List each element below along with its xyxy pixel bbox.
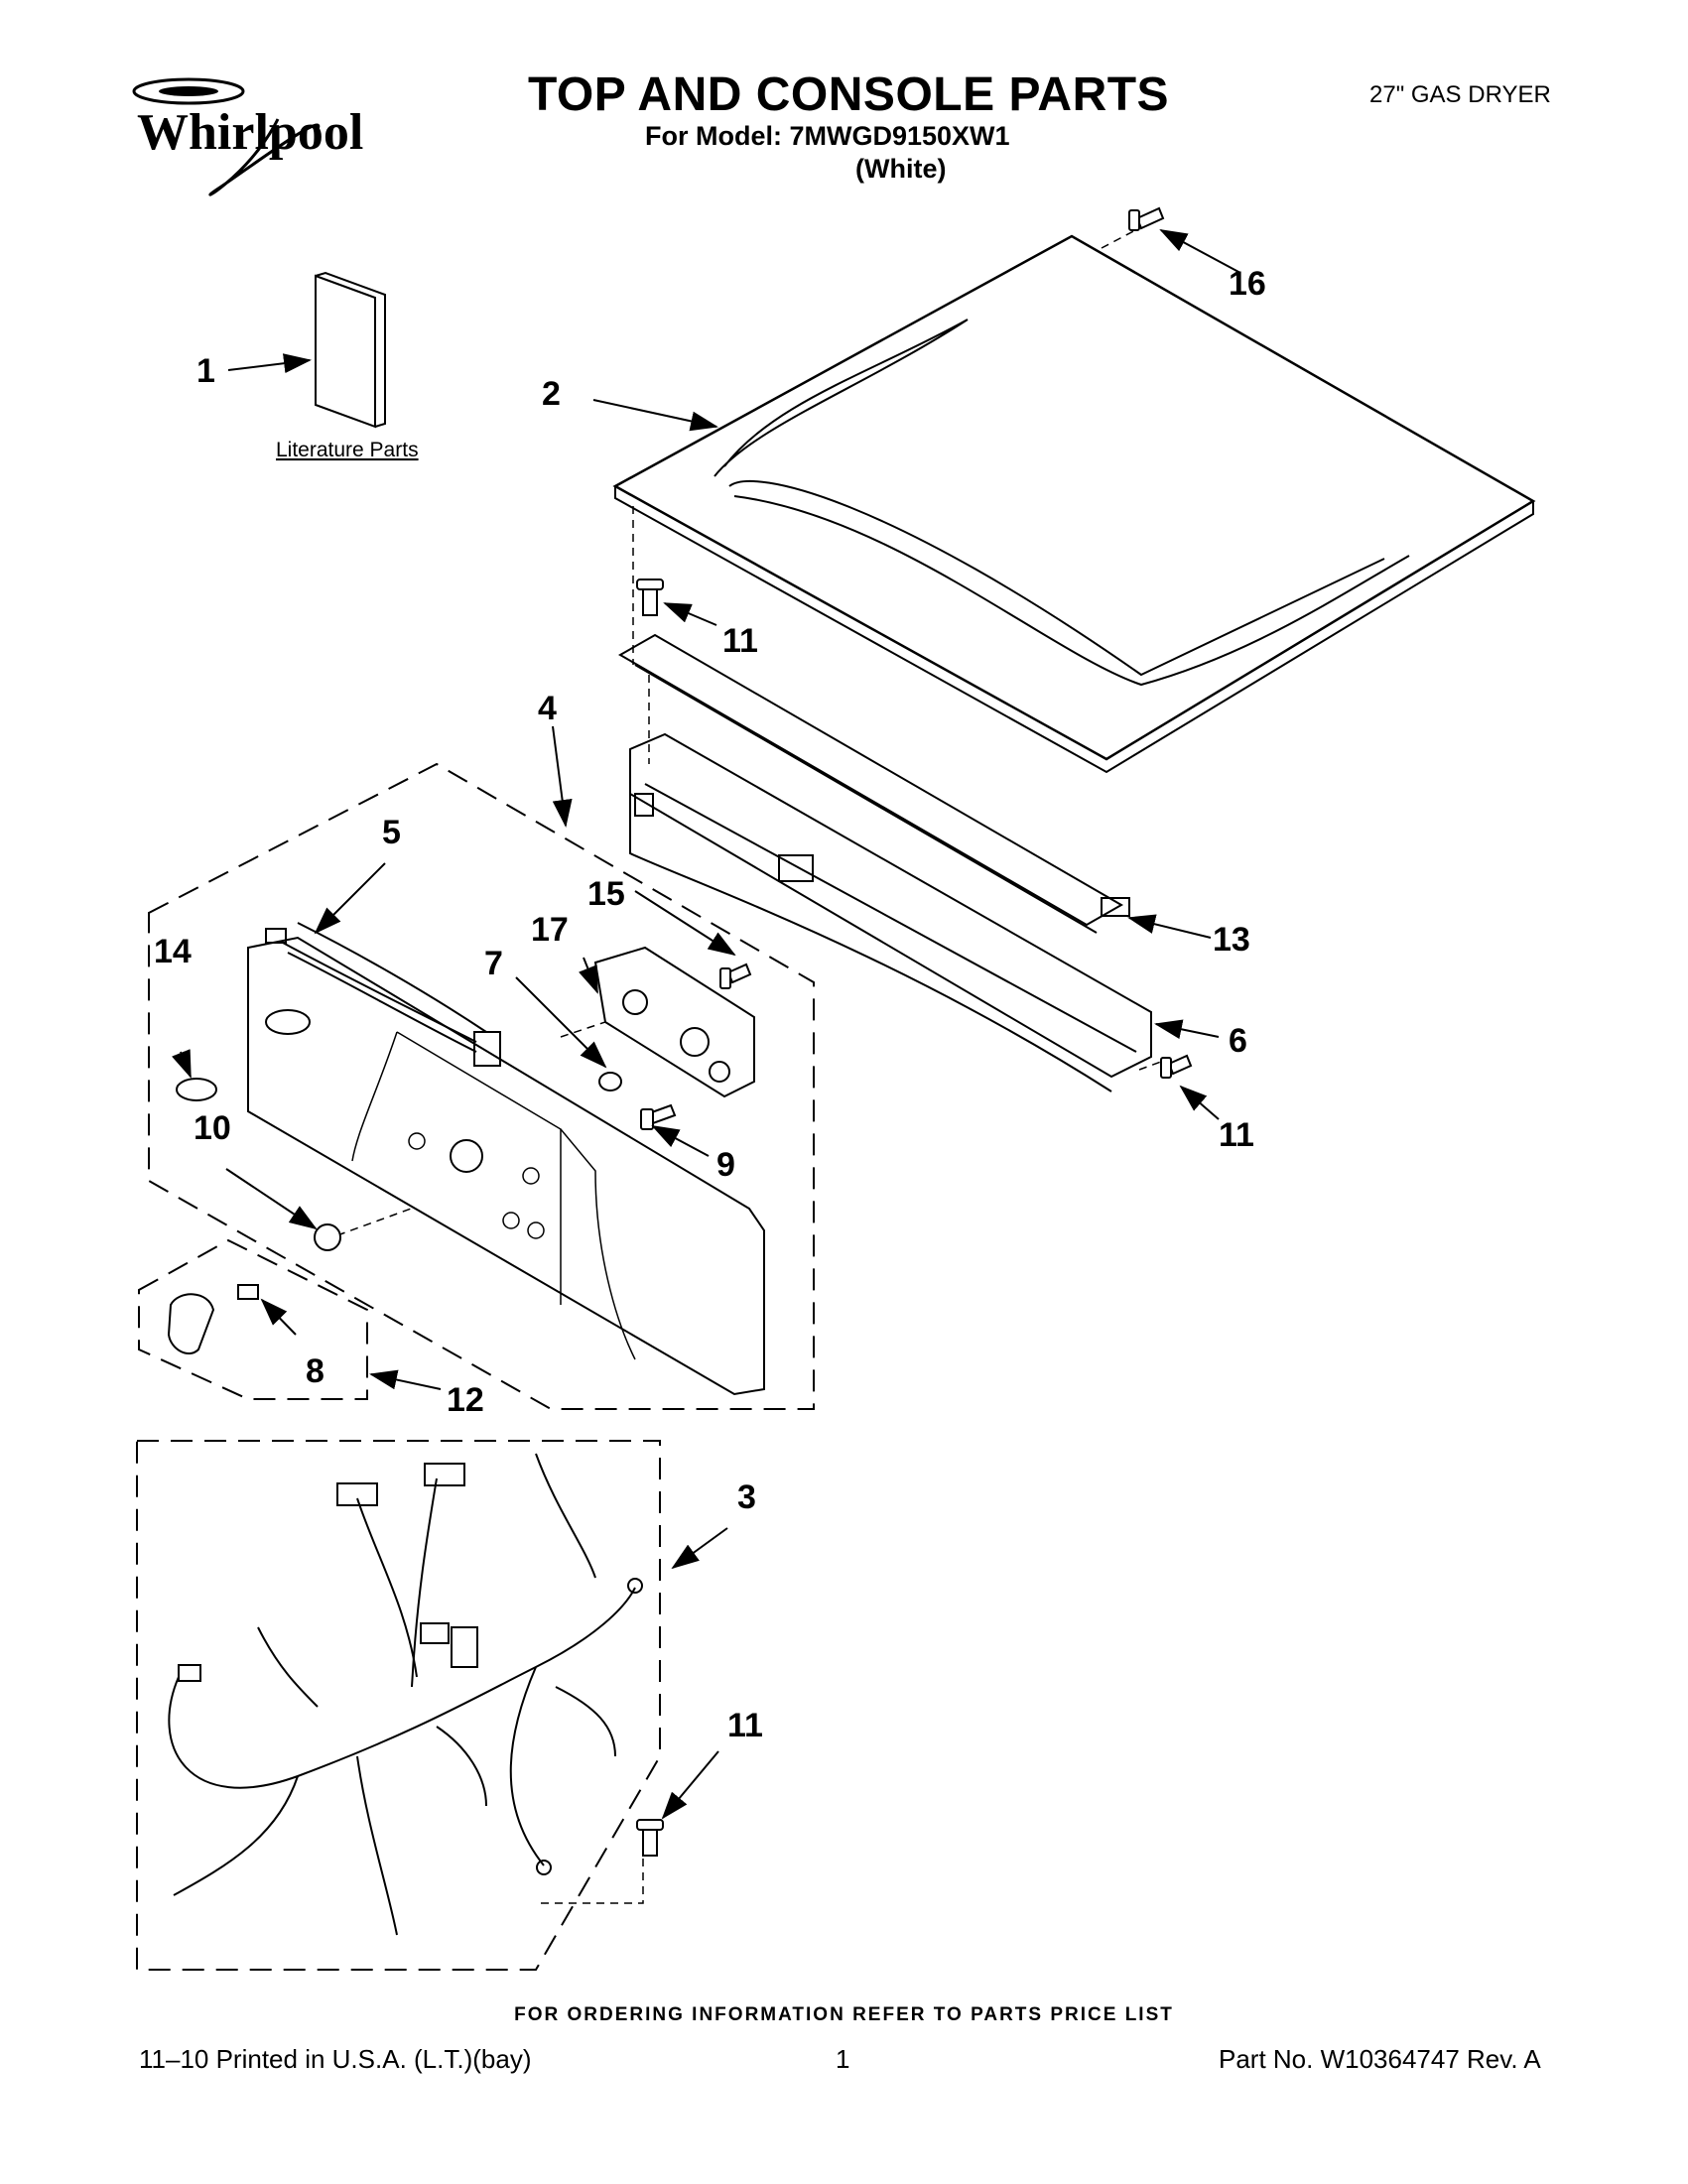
literature-parts-label: Literature Parts — [276, 439, 419, 461]
whirlpool-logo: Whirlpool — [132, 77, 363, 196]
nut-part — [314, 1223, 341, 1251]
callout-11-top: 11 — [722, 622, 758, 660]
callout-14: 14 — [154, 933, 192, 970]
assembly-guide-lines — [336, 227, 1162, 1904]
brand-wordmark: Whirlpool — [137, 104, 363, 161]
washer-part — [598, 1072, 622, 1092]
top-bracket-part — [617, 633, 1130, 934]
callout-17: 17 — [531, 911, 569, 949]
ordering-note: FOR ORDERING INFORMATION REFER TO PARTS … — [514, 2004, 1174, 2025]
callout-5: 5 — [382, 814, 401, 851]
knob-assembly-boundary — [138, 1238, 368, 1400]
part-number: Part No. W10364747 Rev. A — [1219, 2044, 1541, 2074]
callout-13: 13 — [1213, 921, 1250, 959]
callout-12: 12 — [447, 1381, 484, 1419]
callout-16: 16 — [1229, 265, 1266, 303]
callout-2: 2 — [542, 375, 561, 413]
main-harness-boundary — [136, 1440, 661, 1971]
callout-7: 7 — [484, 945, 503, 982]
callout-10: 10 — [194, 1109, 231, 1147]
callout-8: 8 — [306, 1352, 325, 1390]
callout-15: 15 — [587, 875, 625, 913]
model-line: For Model: 7MWGD9150XW1 — [645, 121, 1010, 151]
callout-6: 6 — [1229, 1022, 1247, 1060]
callout-3: 3 — [737, 1478, 756, 1516]
callout-11-bottom: 11 — [727, 1707, 763, 1744]
top-panel-part — [612, 234, 1536, 774]
leader-arrows — [172, 229, 1241, 1820]
console-wire-harness-part — [265, 922, 501, 1067]
lens-part — [176, 1078, 217, 1101]
callout-4: 4 — [538, 690, 557, 727]
console-panel-part — [247, 936, 765, 1396]
print-info: 11–10 Printed in U.S.A. (L.T.)(bay) — [139, 2044, 532, 2074]
callout-1: 1 — [196, 352, 215, 390]
console-assembly-boundary — [148, 762, 815, 1410]
callout-11-right: 11 — [1219, 1116, 1254, 1154]
color-line: (White) — [855, 154, 947, 184]
main-wire-harness-part — [168, 1453, 643, 1936]
page-title: TOP AND CONSOLE PARTS — [527, 68, 1170, 121]
knob-part — [167, 1284, 259, 1354]
literature-booklet-part — [315, 271, 386, 429]
console-mounting-bracket-part — [629, 732, 1152, 1092]
screw-parts — [636, 206, 1193, 1857]
control-board-part — [593, 946, 755, 1098]
callout-9: 9 — [716, 1146, 735, 1184]
page-number: 1 — [836, 2044, 850, 2074]
product-type: 27" GAS DRYER — [1369, 81, 1551, 108]
